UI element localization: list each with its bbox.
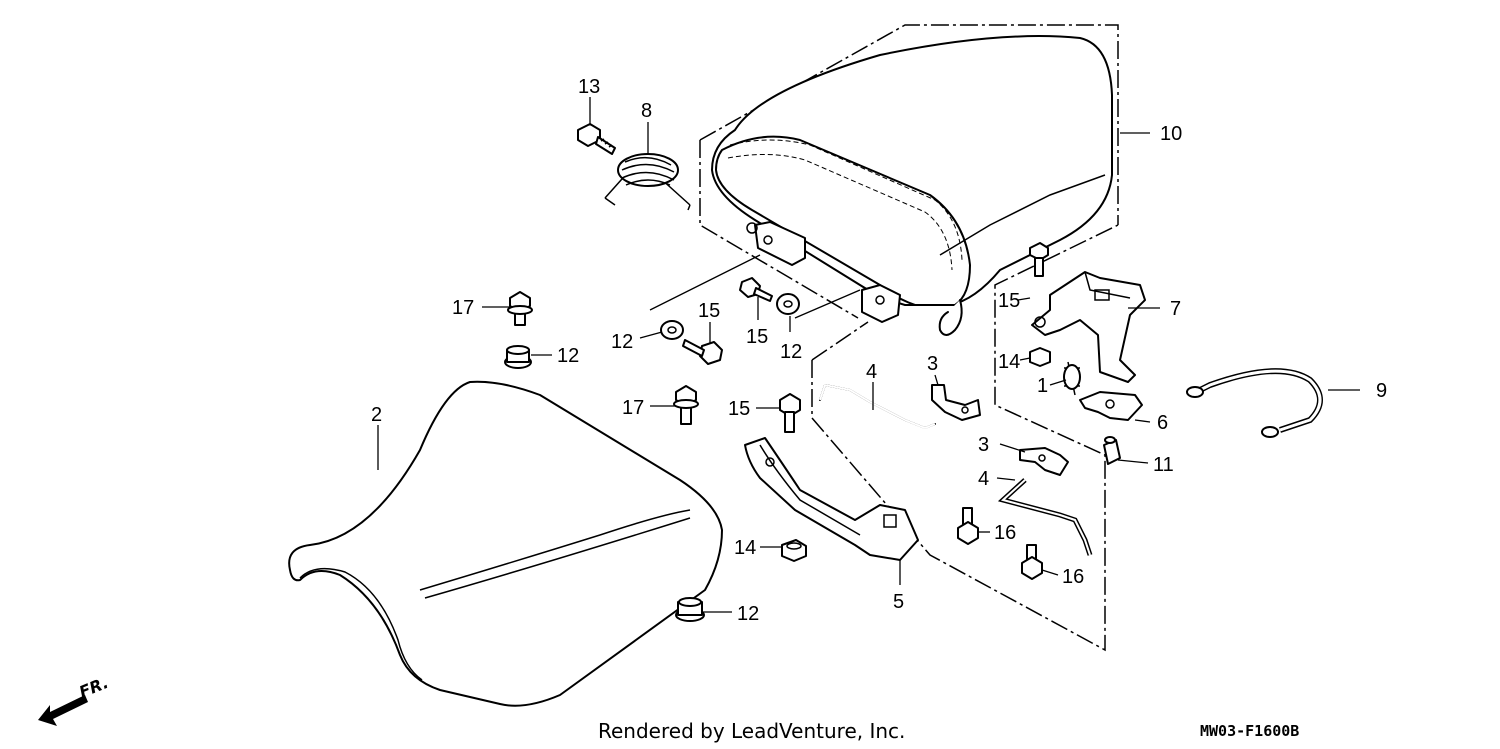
front-seat[interactable] <box>288 380 723 707</box>
rear-seat-cowl[interactable] <box>711 35 1113 336</box>
leader-12-a <box>649 254 761 311</box>
callout-4-upper: 4 <box>866 361 877 383</box>
callout-9: 9 <box>1376 380 1387 402</box>
bolt-15-a[interactable] <box>682 339 723 365</box>
spring-8[interactable] <box>604 153 691 211</box>
callout-8: 8 <box>641 100 652 122</box>
latch-7[interactable] <box>1031 271 1146 383</box>
callout-15-a: 15 <box>698 300 720 322</box>
callout-12-a: 12 <box>611 331 633 353</box>
callout-15-c: 15 <box>998 290 1020 312</box>
bolt-16-upper[interactable] <box>957 507 979 545</box>
callout-15-b: 15 <box>746 326 768 348</box>
callout-14-lower: 14 <box>734 537 756 559</box>
callout-10: 10 <box>1160 123 1182 145</box>
callout-16-lower: 16 <box>1062 566 1084 588</box>
nut-14-upper[interactable] <box>1029 347 1051 367</box>
plate-6[interactable] <box>1079 391 1143 421</box>
wire-4-upper[interactable] <box>819 383 936 430</box>
washer-12-a[interactable] <box>660 320 684 340</box>
callout-12-upper: 12 <box>557 345 579 367</box>
callout-17-upper: 17 <box>452 297 474 319</box>
clip-3-upper[interactable] <box>931 384 981 421</box>
callout-14-upper: 14 <box>998 351 1020 373</box>
callout-15-d: 15 <box>728 398 750 420</box>
direction-label: FR. <box>76 673 111 702</box>
bolt-15-d[interactable] <box>779 393 801 433</box>
callout-12-c: 12 <box>780 341 802 363</box>
callout-6: 6 <box>1157 412 1168 434</box>
bolt-13[interactable] <box>577 123 616 155</box>
bolt-16-lower[interactable] <box>1021 544 1043 580</box>
callout-16-upper: 16 <box>994 522 1016 544</box>
diagram-code: MW03-F1600B <box>1200 722 1299 740</box>
callout-1: 1 <box>1037 375 1048 397</box>
wire-4-lower[interactable] <box>997 478 1093 556</box>
callout-17-middle: 17 <box>622 397 644 419</box>
callout-4-lower: 4 <box>978 468 989 490</box>
nut-14-lower[interactable] <box>781 539 807 562</box>
bolt-15-c[interactable] <box>1029 242 1049 277</box>
callout-2: 2 <box>371 404 382 426</box>
leader-12-b <box>794 289 861 319</box>
front-direction-arrow: FR. <box>38 673 111 726</box>
callout-12-lower: 12 <box>737 603 759 625</box>
callout-13: 13 <box>578 76 600 98</box>
stud-11[interactable] <box>1103 436 1121 465</box>
spring-1[interactable] <box>1063 361 1081 396</box>
callout-7: 7 <box>1170 298 1181 320</box>
callout-11: 11 <box>1153 454 1174 476</box>
clip-3-lower[interactable] <box>1019 447 1069 476</box>
grommet-12-upper[interactable] <box>504 345 532 369</box>
callout-3-upper: 3 <box>927 353 938 375</box>
credit-text: Rendered by LeadVenture, Inc. <box>598 719 905 743</box>
callout-3-lower: 3 <box>978 434 989 456</box>
callout-5: 5 <box>893 591 904 613</box>
washer-12-b[interactable] <box>776 293 800 315</box>
callouts: 13 8 10 17 12 12 15 15 12 7 15 14 3 1 4 … <box>371 76 1387 625</box>
bolt-17-upper[interactable] <box>507 291 533 326</box>
grommet-12-lower[interactable] <box>675 597 705 622</box>
cable-9[interactable] <box>1186 368 1323 438</box>
bolt-15-b[interactable] <box>739 277 773 302</box>
bolt-17-middle[interactable] <box>673 385 699 425</box>
bracket-5[interactable] <box>744 437 919 561</box>
